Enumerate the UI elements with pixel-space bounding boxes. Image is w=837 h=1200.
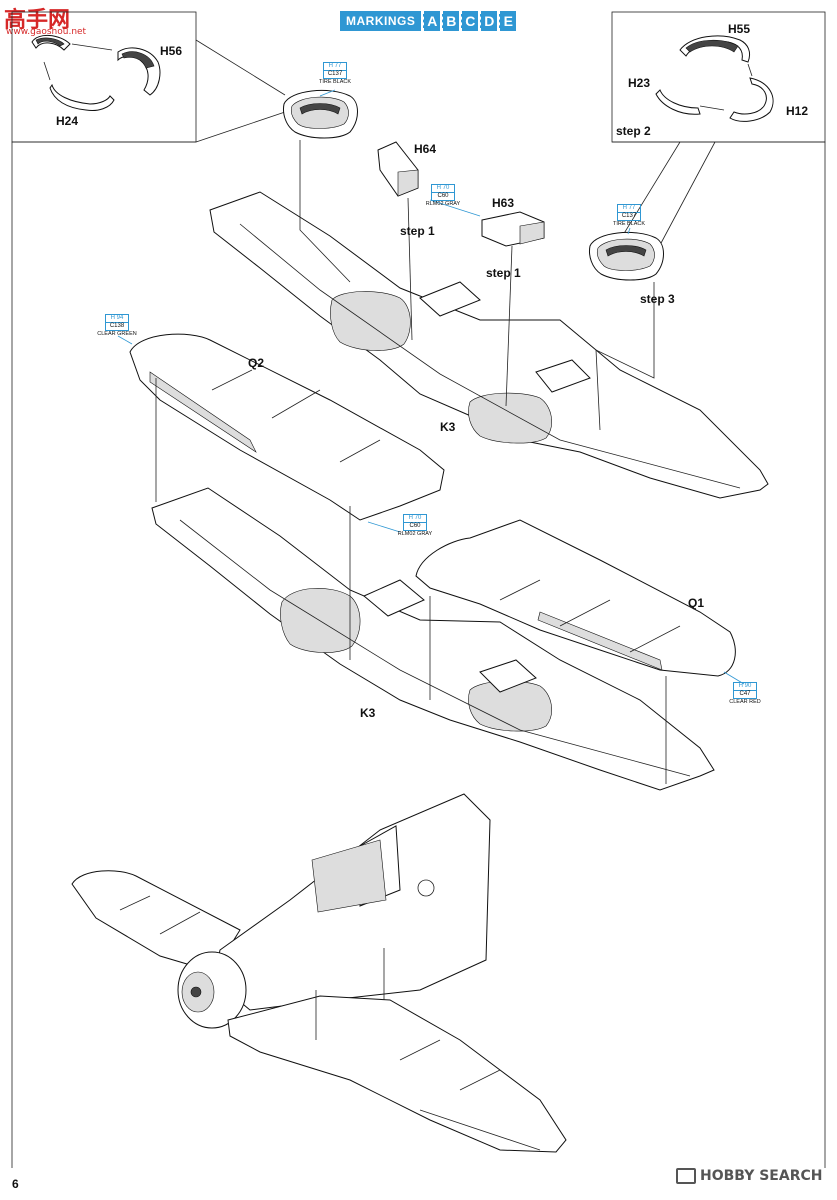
part-h63-drawing bbox=[481, 211, 545, 247]
callout-line-5 bbox=[367, 521, 401, 533]
part-h12-drawing bbox=[729, 77, 774, 122]
part-h56-drawing bbox=[117, 47, 161, 96]
arrow-h64 bbox=[407, 197, 413, 341]
label-h55: H55 bbox=[728, 22, 751, 36]
color-callout-1-name: TIRE BLACK bbox=[318, 79, 352, 85]
color-callout-4-name: CLEAR GREEN bbox=[97, 331, 137, 337]
watermark-top-url: www.gaoshou.net bbox=[6, 27, 87, 37]
part-small-bay-inset bbox=[31, 35, 71, 51]
color-callout-6-h: H 90 bbox=[733, 682, 757, 691]
label-step3: step 3 bbox=[640, 292, 675, 306]
aircraft-assembled-drawing bbox=[71, 793, 567, 1153]
wheel-well-top-right-drawing bbox=[589, 232, 664, 281]
marking-letter-b: B bbox=[442, 11, 460, 31]
color-callout-5-h: H 70 bbox=[403, 514, 427, 523]
color-callout-5: H 70 C60 RLM02 GRAY bbox=[392, 514, 438, 538]
callout-line-4 bbox=[117, 335, 133, 345]
wheel-well-top-left-drawing bbox=[283, 90, 358, 139]
label-h23: H23 bbox=[628, 76, 651, 90]
marking-letter-c: C bbox=[461, 11, 479, 31]
label-q2: Q2 bbox=[248, 356, 265, 370]
inset-right-pointer-2 bbox=[659, 141, 716, 246]
inset-right-pointer-1 bbox=[619, 141, 681, 241]
color-callout-1-c: C137 bbox=[323, 71, 347, 79]
markings-label: MARKINGS bbox=[340, 11, 422, 31]
hobbysearch-logo-icon bbox=[676, 1168, 696, 1184]
part-h24-drawing bbox=[49, 83, 115, 111]
color-callout-3-name: TIRE BLACK bbox=[612, 221, 646, 227]
inset-box-right bbox=[611, 11, 826, 143]
marking-letter-a: A bbox=[423, 11, 441, 31]
frame-left bbox=[11, 141, 196, 1168]
page-number: 6 bbox=[12, 1177, 19, 1191]
arrow-wheel-well-left bbox=[299, 140, 351, 283]
label-step1-a: step 1 bbox=[400, 224, 435, 238]
color-callout-4: H 94 C138 CLEAR GREEN bbox=[94, 314, 140, 338]
inset-box-left bbox=[11, 11, 197, 143]
marking-letter-d: D bbox=[480, 11, 498, 31]
arrow-h56 bbox=[71, 43, 113, 51]
marking-letter-e: E bbox=[499, 11, 517, 31]
callout-line-1 bbox=[319, 89, 336, 97]
label-h12: H12 bbox=[786, 104, 809, 118]
watermark-bottom-text: HOBBY SEARCH bbox=[700, 1168, 823, 1184]
color-callout-1-h: H 77 bbox=[323, 62, 347, 71]
color-callout-5-c: C60 bbox=[403, 523, 427, 531]
watermark-bottom: HOBBY SEARCH bbox=[676, 1168, 822, 1184]
arrow-h63 bbox=[505, 245, 513, 407]
label-h56: H56 bbox=[160, 44, 183, 58]
label-h63: H63 bbox=[492, 196, 515, 210]
color-callout-5-name: RLM02 GRAY bbox=[397, 531, 433, 537]
arrow-h24 bbox=[43, 61, 51, 81]
aileron-q1-drawing bbox=[415, 519, 736, 677]
callout-line-3 bbox=[627, 227, 631, 235]
aileron-q2-drawing bbox=[129, 333, 445, 521]
arrow-h55 bbox=[747, 63, 753, 77]
color-callout-6: H 90 C47 CLEAR RED bbox=[722, 682, 768, 706]
label-k3-top: K3 bbox=[440, 420, 456, 434]
lower-wing-k3-drawing bbox=[151, 487, 715, 791]
label-step1-b: step 1 bbox=[486, 266, 521, 280]
color-callout-2-name: RLM02 GRAY bbox=[425, 201, 461, 207]
upper-wing-k3-drawing bbox=[209, 191, 769, 499]
label-h64: H64 bbox=[414, 142, 437, 156]
color-callout-2-h: H 70 bbox=[431, 184, 455, 193]
label-h24: H24 bbox=[56, 114, 79, 128]
markings-bar: MARKINGS A B C D E bbox=[340, 10, 517, 32]
arrow-h23 bbox=[699, 105, 725, 111]
callout-line-2 bbox=[429, 199, 481, 217]
color-callout-6-c: C47 bbox=[733, 691, 757, 699]
color-callout-3: H 77 C137 TIRE BLACK bbox=[606, 204, 652, 228]
color-callout-2: H 70 C60 RLM02 GRAY bbox=[420, 184, 466, 208]
color-callout-3-c: C137 bbox=[617, 213, 641, 221]
color-callout-1: H 77 C137 TIRE BLACK bbox=[312, 62, 358, 86]
color-callout-4-c: C138 bbox=[105, 323, 129, 331]
label-k3-bottom: K3 bbox=[360, 706, 376, 720]
label-step2: step 2 bbox=[616, 124, 651, 138]
arrow-wheel-well-right bbox=[595, 282, 655, 431]
color-callout-4-h: H 94 bbox=[105, 314, 129, 323]
part-h55-drawing bbox=[679, 35, 751, 63]
part-h23-drawing bbox=[655, 89, 701, 115]
color-callout-2-c: C60 bbox=[431, 193, 455, 201]
label-q1: Q1 bbox=[688, 596, 705, 610]
part-h64-drawing bbox=[377, 141, 419, 197]
color-callout-6-name: CLEAR RED bbox=[729, 699, 761, 705]
color-callout-3-h: H 77 bbox=[617, 204, 641, 213]
inset-left-pointer-2 bbox=[195, 111, 286, 143]
inset-left-pointer-1 bbox=[195, 39, 286, 96]
